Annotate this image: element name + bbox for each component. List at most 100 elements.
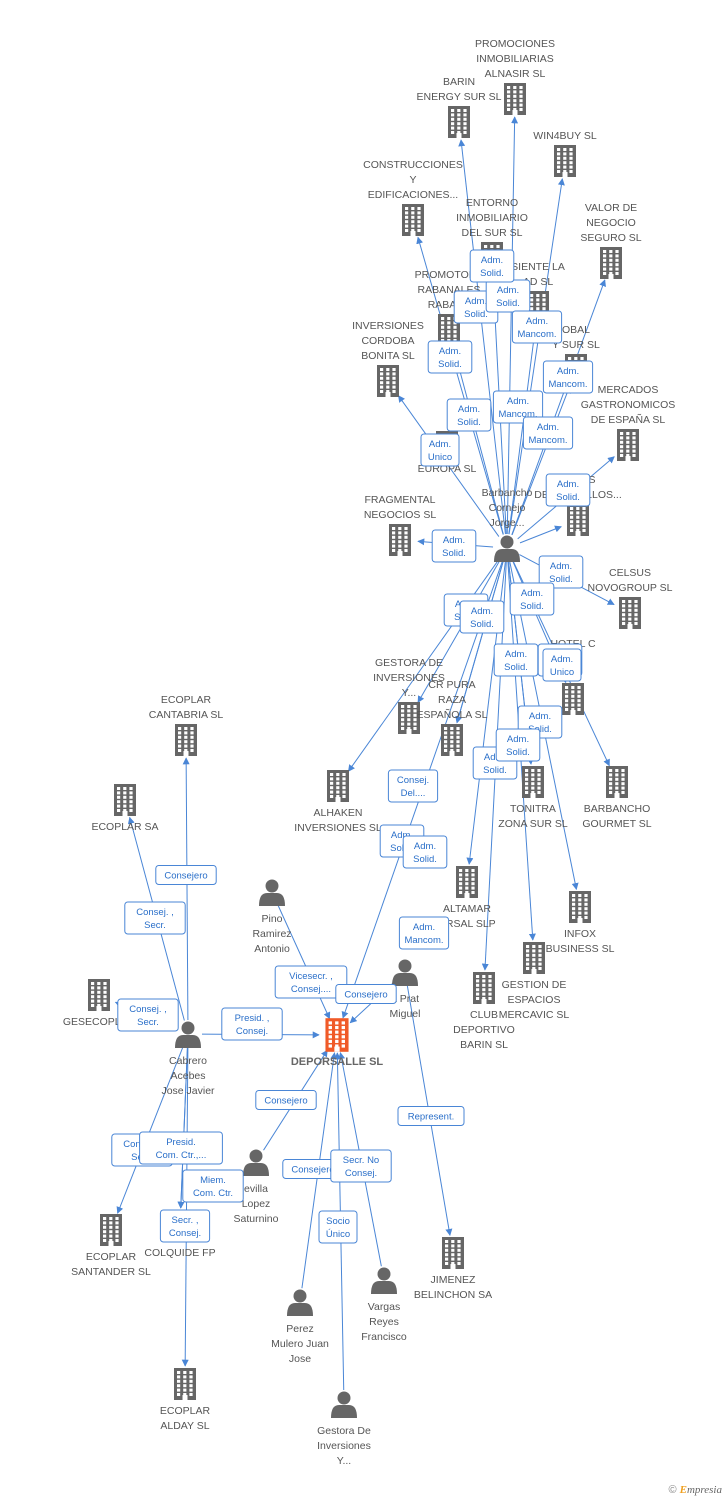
company-node-win4buy[interactable]: WIN4BUY SL xyxy=(533,130,597,177)
edge-label[interactable]: Adm.Mancom. xyxy=(542,360,594,394)
node-label: ALHAKEN xyxy=(313,807,362,819)
company-building-icon xyxy=(389,524,411,556)
edge-label-text: Vicesecr. , xyxy=(289,971,333,982)
edge-label-text: Secr. xyxy=(144,920,166,931)
footer-brand[interactable]: © Empresia xyxy=(668,1484,722,1496)
edge-label-text: Consej.... xyxy=(291,984,331,995)
edge-label-text: Adm. xyxy=(443,535,465,546)
edge-label[interactable]: Consej.Del.... xyxy=(387,769,439,803)
edge-label[interactable]: Adm.Solid. xyxy=(402,835,448,869)
node-label: INMOBILIARIAS xyxy=(476,53,554,65)
edge-label[interactable]: Adm.Solid. xyxy=(485,279,531,313)
relationship-edge xyxy=(458,139,506,535)
edge-label-box xyxy=(522,416,574,450)
edge-label[interactable]: Secr. ,Consej. xyxy=(159,1209,211,1243)
edge-label-text: Adm. xyxy=(471,606,493,617)
company-building-icon xyxy=(522,766,544,798)
node-label: Inversiones xyxy=(317,1440,371,1452)
company-node-ecoplar-sa[interactable]: ECOPLAR SA xyxy=(91,784,159,833)
edge-label[interactable]: Consejero xyxy=(335,984,397,1004)
edge-label[interactable]: Adm.Solid. xyxy=(538,555,584,589)
edge-label[interactable]: Adm.Mancom. xyxy=(511,310,563,344)
company-building-icon xyxy=(114,784,136,816)
edge-label[interactable]: Adm.Solid. xyxy=(493,643,539,677)
node-label: CANTABRIA SL xyxy=(149,709,224,721)
edge-label-text: Adm. xyxy=(414,841,436,852)
company-node-deporsalle[interactable]: DEPORSALLE SL xyxy=(291,1018,384,1068)
edge-label[interactable]: Consej. ,Secr. xyxy=(124,901,186,935)
edge-label[interactable]: Miem.Com. Ctr. xyxy=(182,1169,244,1203)
person-node-barbancho[interactable]: BarbanchoCornejoJorge... xyxy=(482,487,533,562)
company-node-gestora-inv[interactable]: GESTORA DEINVERSIONESY... xyxy=(373,657,445,734)
edge-label[interactable]: Adm.Mancom. xyxy=(492,390,544,424)
node-label: Barbancho xyxy=(482,487,533,499)
edge-label[interactable]: Adm.Solid. xyxy=(545,473,591,507)
edge-label-text: Solid. xyxy=(457,417,481,428)
company-building-icon xyxy=(619,597,641,629)
edge-labels-layer: Adm.Solid.Adm.Solid.Adm.Solid.Adm.Solid.… xyxy=(111,249,594,1244)
edge-label-text: Mancom. xyxy=(517,329,556,340)
edge-label-box xyxy=(495,728,541,762)
edge-label[interactable]: Consejero xyxy=(155,865,217,885)
brand-logo: Empresia xyxy=(679,1484,722,1496)
edge-label[interactable]: Adm.Solid. xyxy=(446,398,492,432)
edge-label-box xyxy=(542,360,594,394)
edge-label-box xyxy=(509,582,555,616)
edge-label[interactable]: Adm.Unico xyxy=(420,433,460,467)
main-company-building-icon xyxy=(325,1018,349,1052)
company-node-construcciones[interactable]: CONSTRUCCIONESYEDIFICACIONES... xyxy=(363,159,463,236)
relationship-edge xyxy=(182,757,190,1021)
edge-label-text: Solid. xyxy=(506,747,530,758)
edge-label[interactable]: Adm.Solid. xyxy=(469,249,515,283)
edge-label[interactable]: Adm.Unico xyxy=(542,648,582,682)
edge-label[interactable]: Adm.Mancom. xyxy=(522,416,574,450)
person-node-gestora-person[interactable]: Gestora DeInversionesY... xyxy=(317,1391,371,1468)
edge-label-box xyxy=(420,433,460,467)
edge-label[interactable]: Presid. ,Consej. xyxy=(221,1007,283,1041)
edge-label[interactable]: Adm.Solid. xyxy=(495,728,541,762)
edge-label[interactable]: Adm.Solid. xyxy=(509,582,555,616)
edge-label[interactable]: Adm.Mancom. xyxy=(398,916,450,950)
edge-label[interactable]: Adm.Solid. xyxy=(431,529,477,563)
edge-label-text: Solid. xyxy=(528,724,552,735)
node-label: INMOBILIARIO xyxy=(456,212,528,224)
person-icon xyxy=(392,959,418,986)
edge-label[interactable]: Adm.Solid. xyxy=(427,340,473,374)
edge-label[interactable]: Presid.Com. Ctr.,... xyxy=(139,1131,223,1165)
edge-label[interactable]: Represent. xyxy=(397,1106,465,1126)
edge-label[interactable]: Vicesecr. , Consej.... xyxy=(274,965,348,999)
company-building-icon xyxy=(606,766,628,798)
edge-label-text: Solid. xyxy=(438,359,462,370)
node-label: BELINCHON SA xyxy=(414,1289,492,1301)
edge-label[interactable]: Adm.Solid. xyxy=(459,600,505,634)
edge-label[interactable]: Consejero xyxy=(255,1090,317,1110)
edge-label[interactable]: Consej. ,Secr. xyxy=(117,998,179,1032)
